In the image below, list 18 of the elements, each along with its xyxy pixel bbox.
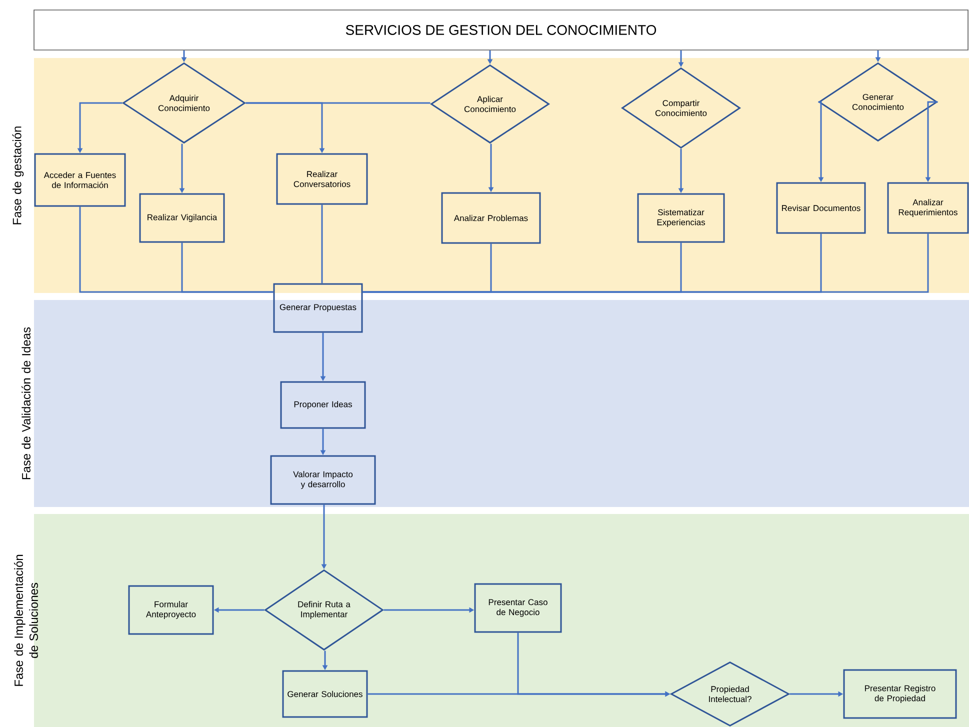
node-label: Fase de gestación (12, 126, 24, 224)
node-label: Fase de Validación de Ideas (22, 327, 30, 480)
process-box: Generar Propuestas (273, 283, 363, 333)
process-box: Formular Anteproyecto (128, 585, 214, 635)
process-box: Analizar Problemas (441, 192, 541, 244)
process-box: Analizar Requerimientos (887, 182, 969, 234)
process-box: Valorar Impacto y desarrollo (270, 455, 376, 505)
process-box: Realizar Vigilancia (139, 193, 225, 243)
process-box: Proponer Ideas (280, 381, 366, 429)
process-box: Presentar Caso de Negocio (474, 583, 562, 633)
process-box: Acceder a Fuentes de Información (34, 153, 126, 207)
process-box: Realizar Conversatorios (276, 153, 368, 205)
title-box: SERVICIOS DE GESTION DEL CONOCIMIENTO (34, 10, 968, 50)
process-box: Presentar Registro de Propiedad (843, 669, 957, 719)
process-box: Sistematizar Experiencias (637, 193, 725, 243)
process-box: Generar Soluciones (282, 670, 368, 718)
process-box: Revisar Documentos (776, 182, 866, 234)
node-label: Fase de Implementación (14, 554, 26, 686)
